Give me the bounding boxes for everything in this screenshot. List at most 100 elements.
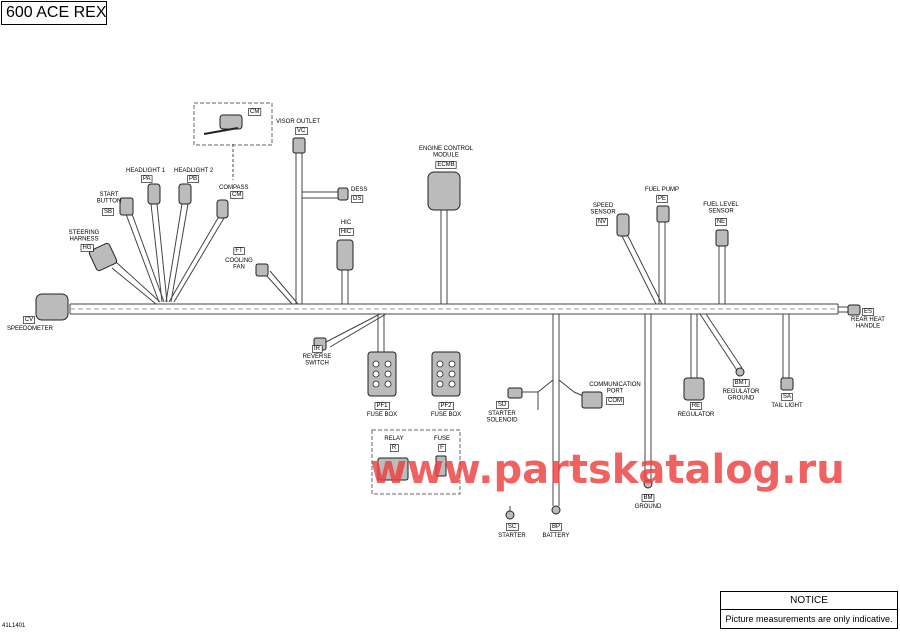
code-box xyxy=(596,218,608,226)
compass-detail-box xyxy=(193,102,273,146)
cm-top-code: CM xyxy=(250,109,259,115)
pb-code: PB xyxy=(189,176,197,182)
sd-code: SD xyxy=(498,402,507,408)
code-box xyxy=(339,228,354,236)
headlight1-connector-icon xyxy=(147,183,161,205)
fuse-box1-label: FUSE BOX xyxy=(367,412,397,418)
code-box xyxy=(80,244,94,252)
ds-code: DS xyxy=(353,196,361,202)
fuse-box-cavities xyxy=(372,360,456,388)
starter-terminal-icon xyxy=(505,510,515,520)
regulator-label: REGULATOR xyxy=(678,412,715,418)
notice-box: NOTICE Picture measurements are only ind… xyxy=(720,591,898,629)
code-box xyxy=(230,191,244,199)
hic-code: HIC xyxy=(341,229,352,235)
bmt-code: BMT xyxy=(735,380,748,386)
comm-port-connector-icon xyxy=(581,391,603,409)
compass-label: COMPASS xyxy=(219,185,249,191)
battery-terminal-icon xyxy=(551,505,561,515)
code-box xyxy=(187,175,199,183)
code-box xyxy=(862,308,874,316)
steering-harness-connector-icon xyxy=(88,242,118,272)
fuel-pump-connector-icon xyxy=(656,205,670,223)
code-box xyxy=(23,316,35,324)
code-box xyxy=(102,208,114,216)
ground-terminal-icon xyxy=(643,479,653,489)
code-box xyxy=(141,175,153,183)
speedometer-label: SPEEDOMETER xyxy=(7,326,54,332)
pe-code: PE xyxy=(658,196,666,202)
ground-label: GROUND xyxy=(635,504,662,510)
code-box xyxy=(438,444,446,452)
ne-code: NE xyxy=(717,219,725,225)
re-code: RE xyxy=(692,403,700,409)
code-box xyxy=(656,195,668,203)
compass-connector-icon xyxy=(216,199,229,219)
relay-fuse-box xyxy=(371,429,461,495)
label-layer: CM VISOR OUTLET VC HEADLIGHT 1 PA HEADLI… xyxy=(7,108,885,539)
nv-code: NV xyxy=(598,219,606,225)
start-button-connector-icon xyxy=(119,197,134,216)
code-box xyxy=(374,402,390,410)
com-code: COM xyxy=(608,398,622,404)
ecmb-code: ECMB xyxy=(437,162,454,168)
cv-code: CV xyxy=(25,317,33,323)
f-code: F xyxy=(440,445,444,451)
fuse-box1-icon xyxy=(367,351,397,397)
fuse-icon xyxy=(435,455,447,477)
watermark-text: www.partskatalog.ru xyxy=(370,447,845,493)
code-box xyxy=(435,161,457,169)
speed-sensor-connector-icon xyxy=(616,213,630,237)
code-box xyxy=(781,393,793,401)
visor-outlet-label: VISOR OUTLET xyxy=(276,119,320,125)
cooling-fan-connector-icon xyxy=(255,263,269,277)
code-box xyxy=(312,345,323,353)
tail-light-connector-icon xyxy=(780,377,794,391)
sc-code: SC xyxy=(508,524,517,530)
notice-heading: NOTICE xyxy=(721,592,897,610)
harness-wires xyxy=(69,144,848,512)
dess-label: DESS xyxy=(351,187,367,193)
tail-light-label: TAIL LIGHT xyxy=(771,403,803,409)
cm-code: CM xyxy=(232,192,241,198)
starter-label: STARTER xyxy=(498,533,526,539)
bp-code: BP xyxy=(552,524,560,530)
pf2-code: PF2 xyxy=(440,403,452,409)
headlight1-label: HEADLIGHT 1 xyxy=(126,168,166,174)
code-box xyxy=(351,195,364,203)
relay-label: RELAY xyxy=(384,436,403,442)
ecm-connector-icon xyxy=(427,171,461,211)
ir-code: IR xyxy=(314,346,321,352)
diagram-title: 600 ACE REX xyxy=(1,1,107,25)
vc-code: VC xyxy=(297,128,306,134)
starter-solenoid-connector-icon xyxy=(507,387,523,399)
battery-label: BATTERY xyxy=(542,533,569,539)
code-box xyxy=(641,494,655,502)
hic-connector-icon xyxy=(336,239,354,271)
hg-code: HG xyxy=(83,245,92,251)
code-box xyxy=(438,402,454,410)
code-box xyxy=(248,108,262,116)
speedometer-connector-icon xyxy=(35,293,69,321)
headlight2-label: HEADLIGHT 2 xyxy=(174,168,214,174)
code-box xyxy=(295,127,308,135)
code-box xyxy=(390,444,399,452)
code-box xyxy=(606,397,624,405)
code-box xyxy=(732,379,750,387)
dess-connector-icon xyxy=(337,187,349,201)
es-code: ES xyxy=(864,309,872,315)
regulator-connector-icon xyxy=(683,377,705,401)
fuel-level-connector-icon xyxy=(715,229,729,247)
ft-code: FT xyxy=(235,248,243,254)
pa-code: PA xyxy=(143,176,151,182)
notice-text: Picture measurements are only indicative… xyxy=(725,614,893,624)
